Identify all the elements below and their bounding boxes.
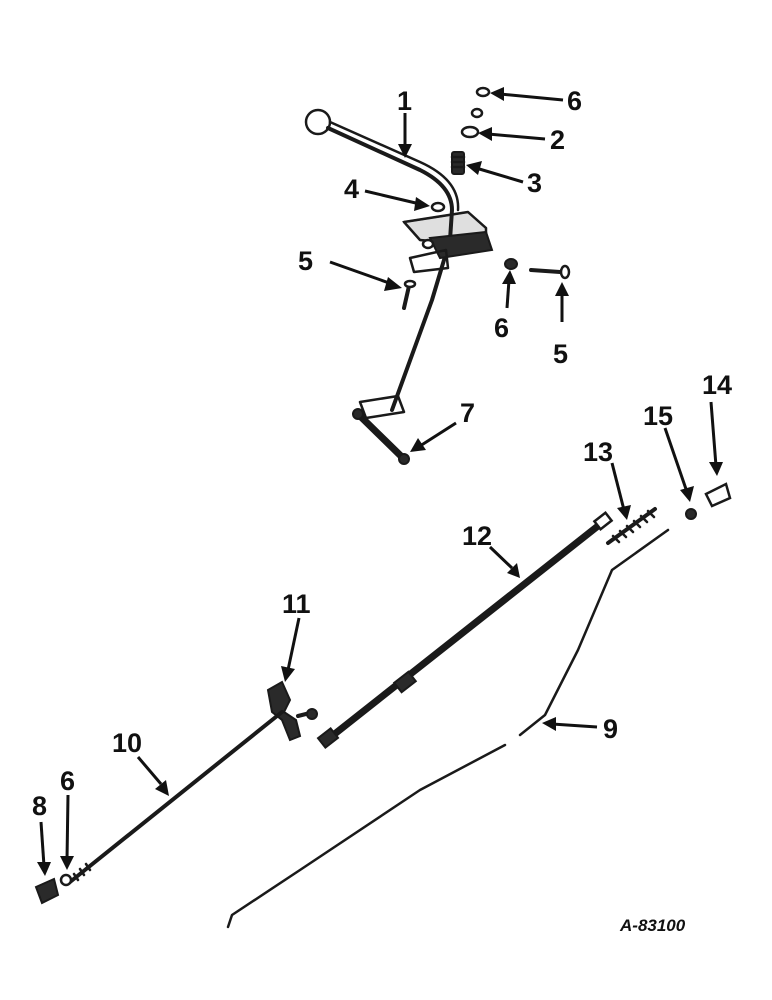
- callout-5-left: 5: [298, 246, 313, 276]
- callout-1: 1: [397, 86, 412, 116]
- shift-lever: [304, 108, 460, 412]
- bolt-right: [529, 264, 571, 280]
- callout-13: 13: [583, 437, 613, 467]
- callout-15: 15: [643, 401, 673, 431]
- lever-bracket: [402, 201, 494, 274]
- callout-14: 14: [702, 370, 732, 400]
- shift-rod: [316, 510, 614, 750]
- callout-11: 11: [282, 589, 311, 619]
- callout-4: 4: [344, 174, 359, 204]
- callout-10: 10: [112, 728, 142, 758]
- link-rod: [352, 408, 410, 465]
- knob: [704, 482, 732, 508]
- spring: [450, 151, 466, 175]
- callout-5-right: 5: [553, 339, 568, 369]
- callout-6-top: 6: [567, 86, 582, 116]
- rod-10: [68, 710, 284, 884]
- callout-8: 8: [32, 791, 47, 821]
- lever-foot: [358, 394, 406, 420]
- callout-3: 3: [527, 168, 542, 198]
- washer: [460, 125, 480, 139]
- callout-7: 7: [460, 398, 475, 428]
- callout-6-middle: 6: [494, 313, 509, 343]
- nut-middle: [504, 258, 518, 270]
- nut-top: [475, 86, 491, 98]
- end-fitting: [34, 877, 60, 905]
- callout-12: 12: [462, 521, 492, 551]
- pin-left: [402, 279, 417, 310]
- callout-9: 9: [603, 714, 618, 744]
- callout-arrows: [37, 87, 723, 876]
- threaded-rod: [606, 507, 657, 545]
- washer-small: [470, 107, 484, 119]
- nut-small: [685, 508, 697, 520]
- callout-6-bottom: 6: [60, 766, 75, 796]
- long-rod: [226, 528, 670, 929]
- callout-labels: 1 6 2 3 4 5 6 5 7 14 15 13 12 11 10 9 6 …: [32, 86, 732, 821]
- rod-bracket: [266, 680, 318, 742]
- callout-2: 2: [550, 125, 565, 155]
- nut-bottom: [59, 873, 73, 887]
- figure-id: A-83100: [619, 916, 686, 935]
